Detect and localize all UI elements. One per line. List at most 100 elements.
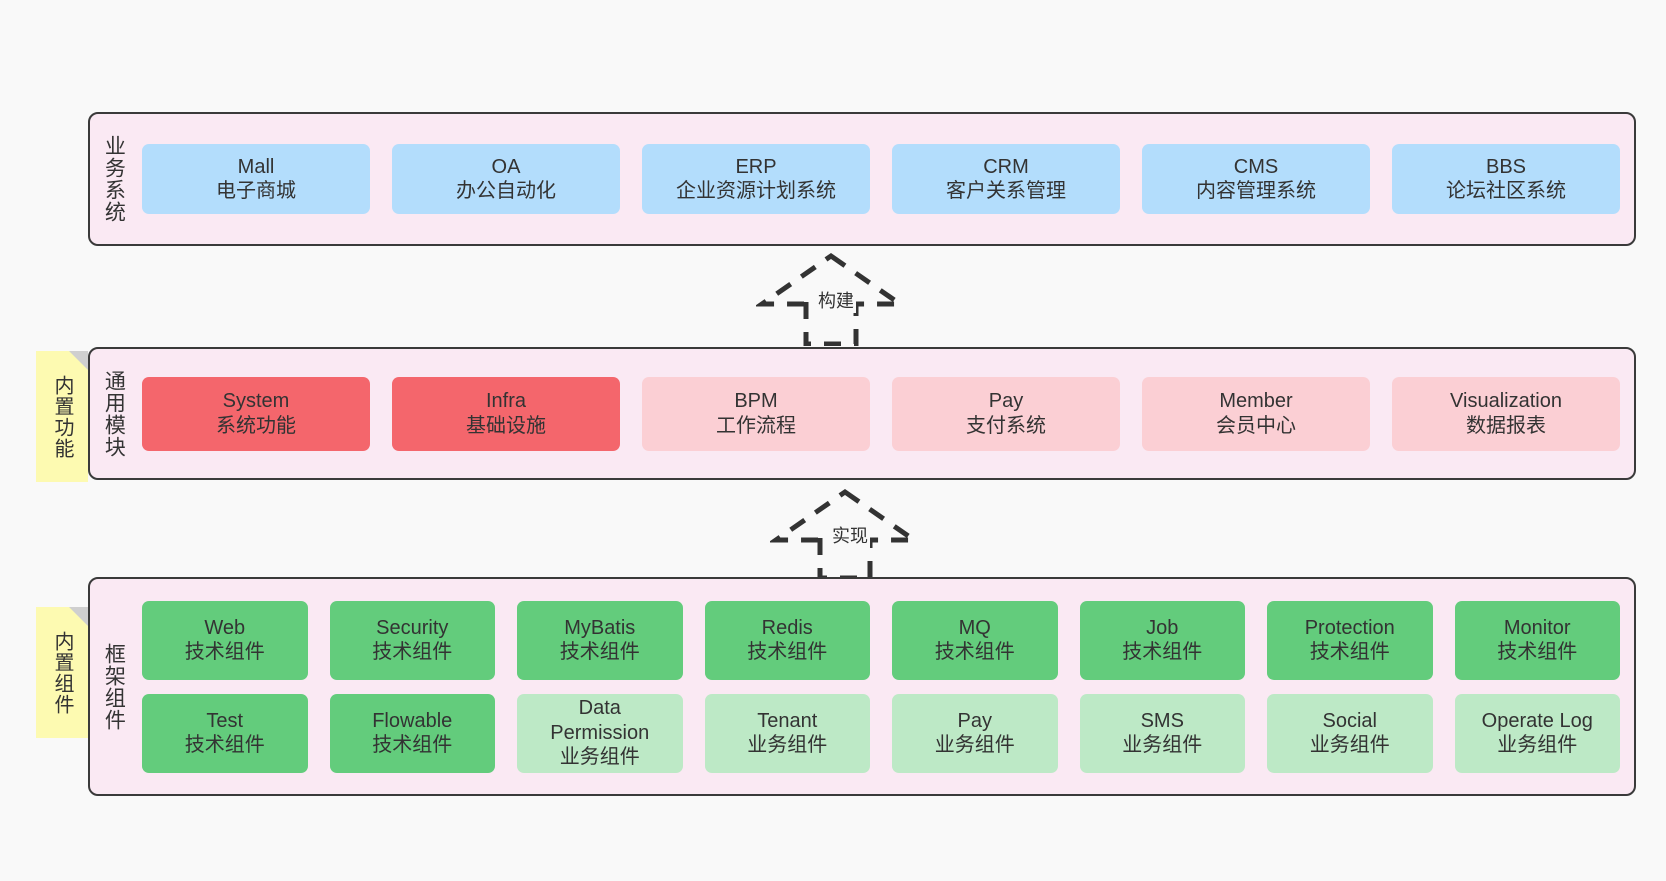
node-pay-component-desc: 业务组件 xyxy=(934,734,1015,756)
node-test-name: Test xyxy=(206,709,244,732)
node-mall-name: Mall xyxy=(237,155,275,178)
node-monitor-desc: 技术组件 xyxy=(1497,641,1578,663)
layer-business-systems-body: Mall 电子商城 OA 办公自动化 ERP 企业资源计划系统 CRM 客户关系… xyxy=(136,114,1634,244)
node-mybatis[interactable]: MyBatis 技术组件 xyxy=(517,600,683,680)
node-flowable[interactable]: Flowable 技术组件 xyxy=(329,693,495,773)
node-sms-desc: 业务组件 xyxy=(1122,734,1203,756)
node-bbs-desc: 论坛社区系统 xyxy=(1446,180,1566,202)
connector-implement: 实现 xyxy=(768,488,922,581)
node-mq-name: MQ xyxy=(958,616,991,639)
node-job[interactable]: Job 技术组件 xyxy=(1079,600,1245,680)
note-builtin-components-label: 内置组件 xyxy=(51,630,73,715)
node-bbs[interactable]: BBS 论坛社区系统 xyxy=(1392,144,1620,214)
node-job-name: Job xyxy=(1146,616,1179,639)
node-flowable-desc: 技术组件 xyxy=(372,734,453,756)
node-oa-desc: 办公自动化 xyxy=(456,180,556,202)
node-mq[interactable]: MQ 技术组件 xyxy=(892,600,1058,680)
node-data-permission-desc: 业务组件 xyxy=(559,746,640,769)
layer-business-systems-label: 业务系统 xyxy=(102,135,126,223)
node-visualization[interactable]: Visualization 数据报表 xyxy=(1392,376,1620,451)
common-modules-row: System 系统功能 Infra 基础设施 BPM 工作流程 Pay 支付系统… xyxy=(142,376,1620,451)
node-erp-desc: 企业资源计划系统 xyxy=(676,180,836,202)
node-bbs-name: BBS xyxy=(1485,155,1527,178)
layer-common-modules-label: 通用模块 xyxy=(102,369,126,458)
node-monitor-name: Monitor xyxy=(1503,616,1571,639)
node-member[interactable]: Member 会员中心 xyxy=(1142,376,1370,451)
node-redis-desc: 技术组件 xyxy=(747,641,828,663)
note-builtin-components: 内置组件 xyxy=(36,607,88,738)
note-builtin-functions-label: 内置功能 xyxy=(51,374,73,459)
node-tenant-desc: 业务组件 xyxy=(747,734,828,756)
node-data-permission[interactable]: Data Permission 业务组件 xyxy=(517,693,683,773)
node-bpm-name: BPM xyxy=(734,390,778,413)
node-social[interactable]: Social 业务组件 xyxy=(1267,693,1433,773)
layer-common-modules: 通用模块 System 系统功能 Infra 基础设施 BPM 工作流程 Pay… xyxy=(88,347,1636,480)
node-redis[interactable]: Redis 技术组件 xyxy=(704,600,870,680)
node-bpm[interactable]: BPM 工作流程 xyxy=(642,376,870,451)
node-web[interactable]: Web 技术组件 xyxy=(142,600,308,680)
node-pay-component[interactable]: Pay 业务组件 xyxy=(892,693,1058,773)
node-mybatis-name: MyBatis xyxy=(564,616,636,639)
node-oa-name: OA xyxy=(491,155,521,178)
node-data-permission-name2: Permission xyxy=(550,721,650,744)
note-builtin-functions: 内置功能 xyxy=(36,351,88,482)
node-visualization-name: Visualization xyxy=(1450,390,1562,413)
node-security[interactable]: Security 技术组件 xyxy=(329,600,495,680)
node-erp[interactable]: ERP 企业资源计划系统 xyxy=(642,144,870,214)
node-job-desc: 技术组件 xyxy=(1122,641,1203,663)
node-member-name: Member xyxy=(1219,390,1293,413)
node-pay-module-name: Pay xyxy=(988,390,1024,413)
node-protection-name: Protection xyxy=(1304,616,1395,639)
node-protection[interactable]: Protection 技术组件 xyxy=(1267,600,1433,680)
node-sms-name: SMS xyxy=(1140,709,1184,732)
node-pay-module-desc: 支付系统 xyxy=(966,414,1046,437)
connector-implement-label: 实现 xyxy=(830,522,870,548)
framework-components-row-2: Test 技术组件 Flowable 技术组件 Data Permission … xyxy=(142,693,1620,773)
layer-business-systems: 业务系统 Mall 电子商城 OA 办公自动化 ERP 企业资源计划系统 CRM… xyxy=(88,112,1636,246)
layer-framework-components-label: 框架组件 xyxy=(102,642,126,731)
node-cms-name: CMS xyxy=(1233,155,1279,178)
node-test-desc: 技术组件 xyxy=(184,734,265,756)
node-social-name: Social xyxy=(1322,709,1377,732)
node-monitor[interactable]: Monitor 技术组件 xyxy=(1454,600,1620,680)
node-system-name: System xyxy=(222,390,290,413)
node-operate-log-desc: 业务组件 xyxy=(1497,734,1578,756)
layer-framework-components: 框架组件 Web 技术组件 Security 技术组件 MyBatis 技术组件… xyxy=(88,577,1636,796)
node-pay-component-name: Pay xyxy=(957,709,992,732)
node-infra-name: Infra xyxy=(485,390,527,413)
node-social-desc: 业务组件 xyxy=(1309,734,1390,756)
layer-common-modules-body: System 系统功能 Infra 基础设施 BPM 工作流程 Pay 支付系统… xyxy=(136,349,1634,478)
node-sms[interactable]: SMS 业务组件 xyxy=(1079,693,1245,773)
node-protection-desc: 技术组件 xyxy=(1309,641,1390,663)
node-infra[interactable]: Infra 基础设施 xyxy=(392,376,620,451)
node-pay-module[interactable]: Pay 支付系统 xyxy=(892,376,1120,451)
node-bpm-desc: 工作流程 xyxy=(716,414,796,437)
node-tenant[interactable]: Tenant 业务组件 xyxy=(704,693,870,773)
connector-build: 构建 xyxy=(754,252,908,347)
node-crm-desc: 客户关系管理 xyxy=(946,180,1066,202)
node-redis-name: Redis xyxy=(761,616,813,639)
node-test[interactable]: Test 技术组件 xyxy=(142,693,308,773)
business-systems-row: Mall 电子商城 OA 办公自动化 ERP 企业资源计划系统 CRM 客户关系… xyxy=(142,144,1620,214)
node-mall-desc: 电子商城 xyxy=(216,180,296,202)
node-cms-desc: 内容管理系统 xyxy=(1196,180,1316,202)
node-crm-name: CRM xyxy=(983,155,1029,178)
node-cms[interactable]: CMS 内容管理系统 xyxy=(1142,144,1370,214)
node-mybatis-desc: 技术组件 xyxy=(559,641,640,663)
node-infra-desc: 基础设施 xyxy=(466,414,546,437)
node-security-name: Security xyxy=(376,616,449,639)
connector-build-label: 构建 xyxy=(816,287,856,313)
node-oa[interactable]: OA 办公自动化 xyxy=(392,144,620,214)
layer-framework-components-body: Web 技术组件 Security 技术组件 MyBatis 技术组件 Redi… xyxy=(136,579,1634,794)
node-web-desc: 技术组件 xyxy=(184,641,265,663)
node-crm[interactable]: CRM 客户关系管理 xyxy=(892,144,1120,214)
node-data-permission-name: Data xyxy=(578,697,621,720)
node-operate-log[interactable]: Operate Log 业务组件 xyxy=(1454,693,1620,773)
node-mq-desc: 技术组件 xyxy=(934,641,1015,663)
node-erp-name: ERP xyxy=(735,155,777,178)
node-mall[interactable]: Mall 电子商城 xyxy=(142,144,370,214)
node-system[interactable]: System 系统功能 xyxy=(142,376,370,451)
node-security-desc: 技术组件 xyxy=(372,641,453,663)
framework-components-row-1: Web 技术组件 Security 技术组件 MyBatis 技术组件 Redi… xyxy=(142,600,1620,680)
node-tenant-name: Tenant xyxy=(757,709,818,732)
